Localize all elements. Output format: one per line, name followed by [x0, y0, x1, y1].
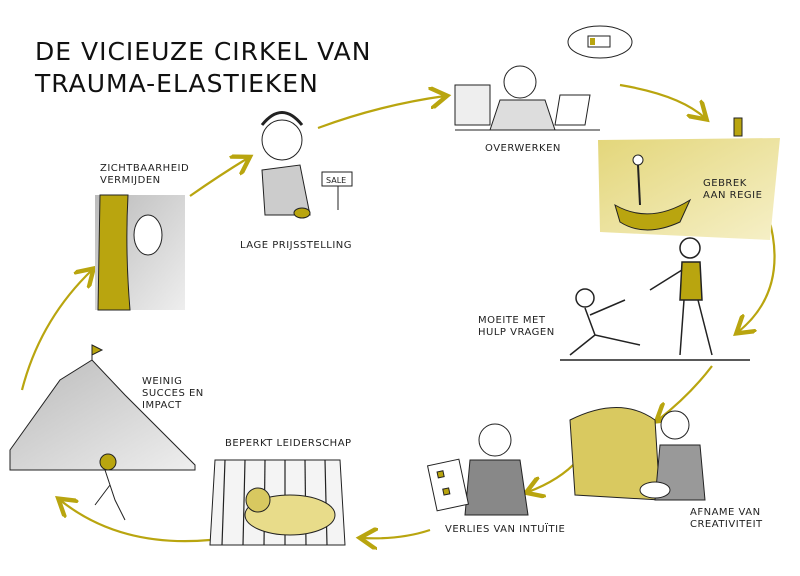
lack-of-direction-illustration: [598, 117, 780, 240]
title-line-2: Trauma-Elastieken: [35, 69, 319, 98]
arrow-4: [738, 214, 776, 332]
label-overwerken: Overwerken: [485, 143, 561, 154]
arrow-5: [658, 365, 713, 420]
losing-intuition-illustration: [426, 423, 529, 516]
arrow-7: [362, 530, 431, 538]
arrow-9: [20, 270, 92, 391]
arrow-6: [528, 459, 579, 492]
checklist-icon: [426, 458, 470, 512]
diagram-title: De vicieuze cirkel van Trauma-Elastieken: [35, 36, 371, 100]
paint-palette-icon: [639, 481, 671, 499]
label-verlies-van-intuitie: Verlies van intuïtie: [445, 524, 566, 535]
label-gebrek-aan-regie: Gebrek aan regie: [703, 178, 763, 201]
label-lage-prijsstelling: Lage prijsstelling: [240, 240, 353, 251]
arrow-2: [317, 96, 445, 130]
label-beperkt-leiderschap: Beperkt leiderschap: [225, 438, 352, 449]
lighthouse-icon: [733, 117, 743, 137]
avoid-visibility-illustration: [95, 194, 185, 311]
arrow-3: [619, 83, 705, 118]
overworking-illustration: [454, 25, 633, 131]
label-zichtbaarheid-vermijden: Zichtbaarheid vermijden: [100, 163, 190, 186]
declining-creativity-illustration: [569, 407, 706, 501]
battery-icon: [587, 35, 611, 48]
flag-icon: [91, 344, 104, 356]
little-success-illustration: [9, 344, 196, 521]
low-pricing-illustration: SALE: [260, 111, 353, 219]
title-line-1: De vicieuze cirkel van: [35, 37, 372, 66]
sale-sign: SALE: [326, 176, 346, 185]
label-afname-van-creativiteit: Afname van creativiteit: [690, 507, 763, 530]
limited-leadership-illustration: [209, 459, 346, 546]
label-moeite-met-hulp-vragen: Moeite met hulp vragen: [478, 315, 555, 338]
label-weinig-succes-en-impact: Weinig succes en impact: [142, 376, 204, 411]
asking-for-help-illustration: [560, 237, 750, 361]
arrow-8: [60, 500, 211, 543]
arrow-1: [189, 158, 248, 197]
